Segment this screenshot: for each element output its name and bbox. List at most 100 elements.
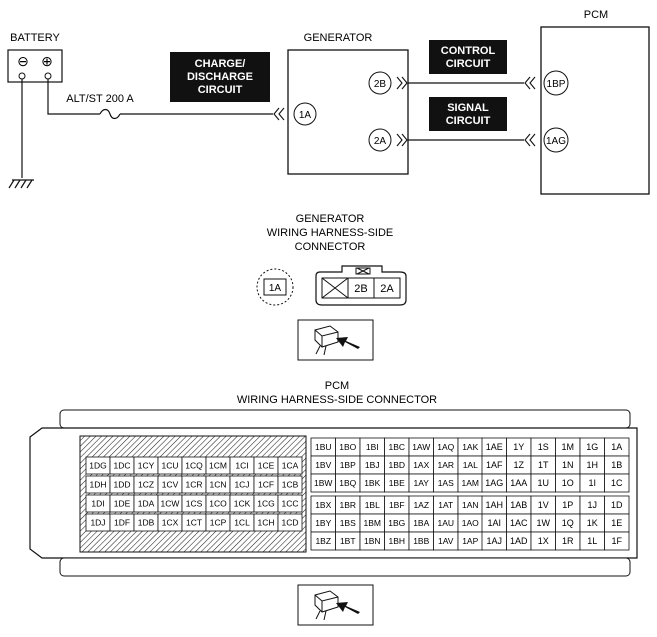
pcm-terminal-label: 1AM [462, 478, 479, 488]
pcm-terminal-label: 1Z [513, 460, 524, 470]
pcm-terminal-label: 1CL [234, 518, 250, 528]
pcm-terminal-label: 1CQ [185, 461, 203, 471]
gen-connector-title-3: CONNECTOR [295, 241, 366, 253]
pcm-terminal-label: 1BV [315, 460, 331, 470]
view-direction-icon [297, 319, 374, 361]
connector-chevron-icon [396, 76, 408, 90]
pcm-terminal-label: 1S [538, 442, 549, 452]
pcm-terminal-label: 1Q [562, 518, 574, 528]
pcm-terminal-label: 1AD [510, 536, 528, 546]
charge-wire [47, 79, 100, 115]
control-circuit-line1: CONTROL [441, 45, 496, 57]
charge-circuit-box [170, 52, 270, 102]
pcm-terminal-label: 1BC [388, 442, 405, 452]
pcm-terminal-label: 1B [611, 460, 622, 470]
generator-label: GENERATOR [304, 32, 373, 44]
pcm-terminal-label: 1X [538, 536, 549, 546]
battery-plus-terminal: ⊕ [41, 53, 53, 69]
battery-minus-post [18, 72, 26, 80]
pcm-terminal-label: 1BL [365, 500, 380, 510]
generator-body [287, 49, 409, 175]
control-circuit-box [429, 40, 507, 74]
battery-label: BATTERY [10, 32, 60, 44]
pcm-terminal-label: 1BS [340, 518, 356, 528]
pcm-terminal-label: 1CD [281, 518, 298, 528]
pcm-terminal-label: 1AN [462, 500, 479, 510]
pcm-terminal-label: 1AV [438, 536, 454, 546]
pcm-terminal-label: 1H [586, 460, 598, 470]
pcm-terminal-label: 1CF [258, 480, 274, 490]
generator-pin-1a-label: 1A [299, 110, 312, 121]
pcm-terminal-label: 1BY [315, 518, 331, 528]
pcm-terminal-label: 1BK [364, 478, 380, 488]
gen-cavity-2a-label: 2A [380, 283, 394, 295]
pcm-terminal-label: 1DB [138, 518, 155, 528]
pcm-connector-title-1: PCM [325, 380, 349, 392]
view-direction-icon [297, 584, 374, 626]
pcm-terminal-label: 1AY [414, 478, 430, 488]
pcm-terminal-label: 1AG [485, 478, 503, 488]
pcm-terminal-label: 1CE [258, 461, 275, 471]
pcm-terminal-label: 1BD [388, 460, 405, 470]
pcm-terminal-label: 1CS [186, 499, 203, 509]
pcm-connector-top-latch [59, 409, 631, 429]
pcm-terminal-cell [604, 531, 630, 551]
gen-connector-title-2: WIRING HARNESS-SIDE [267, 227, 394, 239]
pcm-terminal-label: 1P [562, 500, 573, 510]
connector-chevron-icon [524, 76, 536, 90]
pcm-terminal-label: 1CV [162, 480, 179, 490]
pcm-terminal-label: 1AX [413, 460, 429, 470]
pcm-terminal-label: 1AQ [437, 442, 454, 452]
pcm-body [540, 26, 650, 195]
fuse-label: ALT/ST 200 A [66, 93, 134, 105]
pcm-terminal-label: 1Y [513, 442, 524, 452]
pcm-terminal-label: 1BX [315, 500, 331, 510]
pcm-terminal-label: 1CG [257, 499, 274, 509]
pcm-terminal-label: 1AS [438, 478, 454, 488]
gen-single-terminal-label: 1A [269, 283, 282, 294]
pcm-terminal-label: 1AE [486, 442, 503, 452]
generator-pin-2a [368, 128, 392, 152]
pcm-terminal-label: 1AC [510, 518, 528, 528]
pcm-terminal-label: 1BE [389, 478, 405, 488]
generator-pin-2b [368, 71, 392, 95]
pcm-terminal-label: 1AZ [413, 500, 429, 510]
pcm-terminal-cell [277, 456, 303, 475]
pcm-terminal-label: 1CW [161, 499, 180, 509]
pcm-terminal-label: 1CC [281, 499, 298, 509]
signal-circuit-line1: SIGNAL [447, 102, 489, 114]
pcm-terminal-label: 1CB [282, 480, 299, 490]
pcm-terminal-label: 1T [538, 460, 549, 470]
pcm-pin-1ag-label: 1AG [546, 136, 566, 147]
charge-circuit-line1: CHARGE/ [195, 58, 246, 70]
pcm-terminal-label: 1AR [437, 460, 454, 470]
pcm-terminal-label: 1BU [315, 442, 332, 452]
pcm-terminal-label: 1L [587, 536, 597, 546]
pcm-terminal-label: 1V [538, 500, 549, 510]
pcm-terminal-label: 1BO [339, 442, 356, 452]
pcm-pin-1ag [543, 127, 569, 153]
pcm-pin-1bp [543, 70, 569, 96]
pcm-terminal-label: 1AU [437, 518, 454, 528]
pcm-terminal-label: 1CT [186, 518, 202, 528]
pcm-terminal-label: 1CR [185, 480, 202, 490]
pcm-terminal-label: 1BB [413, 536, 429, 546]
pcm-terminal-label: 1CO [209, 499, 227, 509]
pcm-terminal-label: 1CY [138, 461, 155, 471]
pcm-pin-1bp-label: 1BP [547, 79, 566, 90]
generator-pin-2b-label: 2B [374, 79, 387, 90]
pcm-terminal-label: 1BG [388, 518, 405, 528]
fuse-icon [99, 108, 121, 120]
pcm-terminal-label: 1AB [510, 500, 527, 510]
pcm-terminal-cell [277, 513, 303, 532]
pcm-terminal-label: 1AA [510, 478, 527, 488]
pcm-terminal-label: 1DI [91, 499, 104, 509]
control-circuit-line2: CIRCUIT [446, 58, 491, 70]
pcm-terminal-label: 1DH [89, 480, 106, 490]
pcm-terminal-label: 1CU [161, 461, 178, 471]
pcm-connector-bottom-latch [59, 557, 631, 577]
pcm-terminal-label: 1J [587, 500, 597, 510]
connector-chevron-icon [396, 133, 408, 147]
